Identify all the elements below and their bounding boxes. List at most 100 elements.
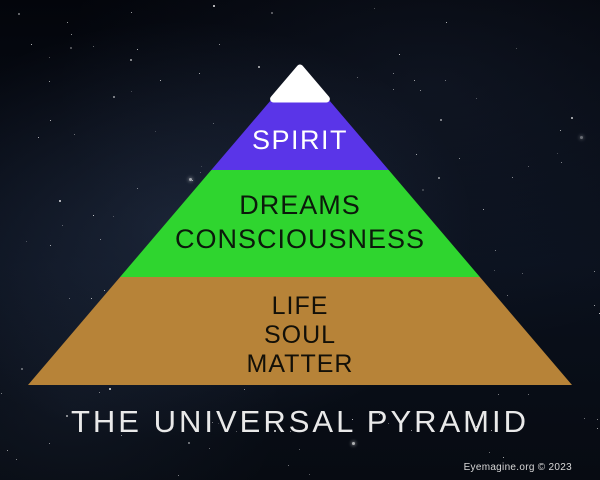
star: [352, 442, 356, 446]
star: [374, 8, 376, 10]
star: [527, 394, 529, 396]
star: [493, 269, 495, 271]
star: [598, 312, 600, 314]
star: [257, 65, 260, 68]
star: [476, 425, 478, 427]
star: [270, 12, 273, 15]
star: [21, 367, 24, 370]
star: [121, 434, 123, 436]
star: [393, 73, 395, 75]
star: [438, 176, 441, 179]
star: [18, 13, 21, 16]
star: [580, 136, 584, 140]
star: [213, 5, 216, 8]
star: [414, 80, 416, 82]
star: [15, 458, 17, 460]
star: [488, 452, 490, 454]
star: [356, 77, 358, 79]
star: [70, 33, 72, 35]
star: [476, 98, 478, 100]
star: [274, 429, 277, 432]
star: [298, 448, 300, 450]
label-matter: MATTER: [247, 350, 354, 378]
star: [191, 179, 193, 181]
star: [378, 414, 380, 416]
star: [498, 393, 500, 395]
star: [557, 152, 559, 154]
star: [561, 162, 563, 164]
star: [212, 122, 214, 124]
star: [495, 249, 497, 251]
star: [48, 57, 50, 59]
star: [235, 431, 237, 433]
star: [199, 172, 201, 174]
star: [419, 90, 421, 92]
star: [99, 238, 101, 240]
star: [131, 11, 133, 13]
star: [422, 188, 425, 191]
star: [6, 449, 8, 451]
star: [459, 158, 461, 160]
star: [445, 79, 447, 81]
star: [199, 73, 201, 75]
star: [92, 215, 94, 217]
star: [90, 298, 92, 300]
star: [50, 245, 52, 247]
star: [288, 465, 289, 467]
star: [511, 176, 513, 178]
star: [392, 89, 394, 91]
star: [49, 120, 51, 122]
star: [211, 421, 213, 423]
credit-text: Eyemagine.org © 2023: [464, 462, 573, 473]
star: [112, 215, 114, 217]
star: [217, 423, 219, 425]
star: [154, 131, 156, 133]
star: [137, 187, 139, 189]
star: [521, 273, 523, 275]
poster-title: THE UNIVERSAL PYRAMID: [71, 404, 529, 439]
star: [66, 415, 69, 418]
star: [109, 388, 112, 391]
star: [596, 418, 598, 420]
star: [583, 417, 585, 419]
star: [597, 427, 599, 429]
star: [515, 47, 517, 49]
star: [129, 58, 132, 61]
star: [309, 473, 310, 475]
star: [69, 297, 71, 299]
star: [208, 447, 210, 449]
pyramid-layer-life-soul-matter: [28, 277, 572, 385]
pyramid-layer-dreams-consciousness: [120, 170, 480, 277]
star: [92, 46, 94, 48]
star: [49, 442, 51, 444]
star: [289, 431, 291, 433]
star: [218, 43, 220, 45]
pyramid-layer-spirit: [211, 97, 389, 170]
label-spirit: SPIRIT: [252, 125, 348, 155]
star: [398, 54, 400, 56]
star: [594, 270, 596, 272]
star: [507, 295, 509, 297]
star: [411, 429, 413, 431]
star: [99, 392, 101, 394]
star: [352, 418, 354, 420]
star: [502, 456, 504, 458]
star: [491, 430, 493, 432]
label-consciousness: CONSCIOUSNESS: [175, 224, 425, 254]
star: [416, 153, 418, 155]
star: [527, 165, 529, 167]
star: [159, 80, 161, 82]
label-dreams: DREAMS: [239, 190, 361, 220]
star: [61, 224, 63, 226]
star: [103, 289, 105, 291]
star: [571, 116, 574, 119]
star: [67, 21, 69, 23]
star: [244, 389, 246, 391]
star: [59, 200, 62, 203]
star: [189, 177, 193, 181]
star: [0, 392, 2, 394]
star: [70, 47, 73, 50]
star: [188, 441, 191, 444]
